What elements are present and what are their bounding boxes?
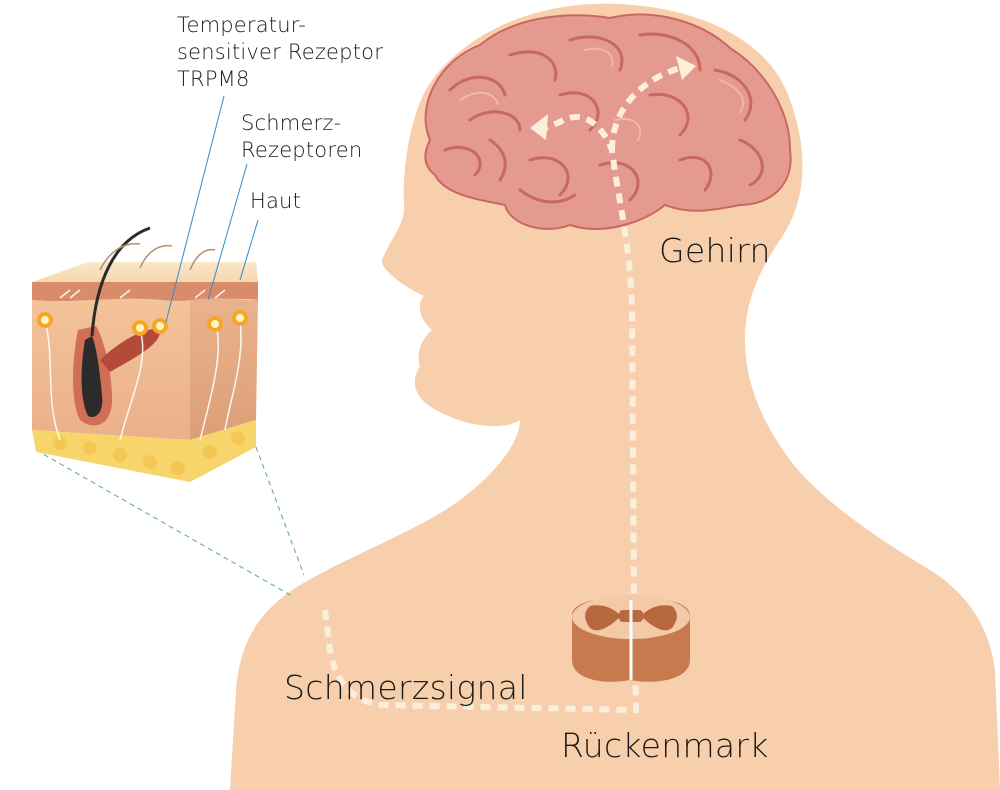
body-silhouette — [230, 3, 1000, 790]
zoom-lines — [35, 446, 305, 597]
label-temperature-receptor: Temperatur- sensitiver Rezeptor TRPM8 — [177, 12, 383, 93]
leader-lines — [165, 95, 259, 323]
pain-signal-path — [322, 65, 681, 714]
brain — [424, 13, 792, 230]
spinal-cord-section — [572, 595, 690, 682]
label-pain-receptors-line2: Rezeptoren — [241, 138, 363, 162]
label-temperature-receptor-line1: Temperatur- — [177, 13, 306, 37]
skin-section — [32, 226, 258, 482]
label-temperature-receptor-line3: TRPM8 — [177, 67, 250, 91]
label-brain: Gehirn — [659, 231, 771, 270]
signal-arrow-left-icon — [530, 114, 548, 140]
label-pain-receptors: Schmerz- Rezeptoren — [241, 110, 362, 164]
receptor-markers — [37, 310, 248, 336]
signal-arrow-right-icon — [676, 56, 696, 80]
label-spinal-cord: Rückenmark — [561, 726, 769, 765]
label-pain-signal: Schmerzsignal — [284, 668, 528, 707]
label-temperature-receptor-line2: sensitiver Rezeptor — [177, 40, 384, 64]
label-pain-receptors-line1: Schmerz- — [241, 111, 342, 135]
label-skin: Haut — [250, 189, 302, 213]
